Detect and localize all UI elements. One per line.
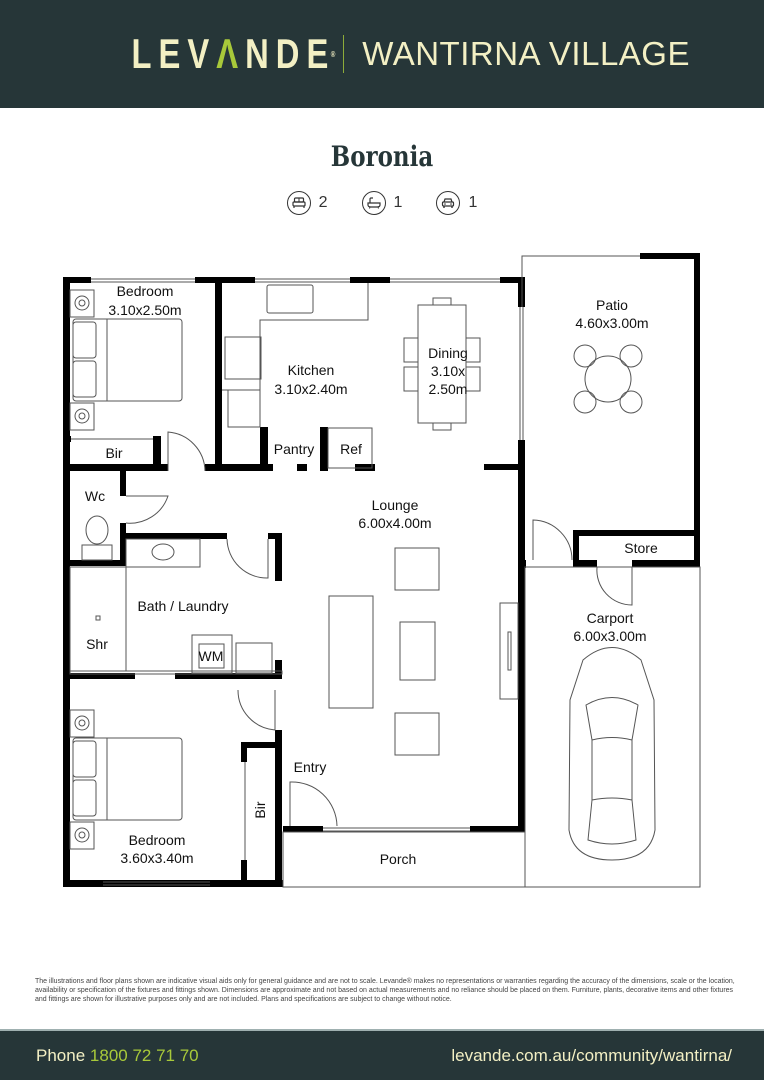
room-labels: Bedroom 3.10x2.50m Bir Kitchen 3.10x2.40…: [85, 283, 658, 867]
carport-size: 6.00x3.00m: [573, 628, 646, 644]
footer-bar: Phone 1800 72 71 70 levande.com.au/commu…: [0, 1029, 764, 1080]
car-icon: [436, 191, 461, 215]
bedroom2-name: Bedroom: [129, 832, 186, 848]
feature-bedrooms: 2: [286, 191, 328, 215]
thin-lines: [69, 255, 701, 888]
registered-mark: ®: [330, 49, 336, 59]
logo-text-prefix: LEV: [131, 30, 217, 77]
phone-number[interactable]: 1800 72 71 70: [89, 1045, 199, 1065]
bedroom1-name: Bedroom: [117, 283, 174, 299]
walls: [63, 253, 700, 887]
logo-text-suffix: NDE: [245, 30, 336, 77]
feature-carspaces: 1: [436, 191, 477, 215]
dining-name: Dining: [428, 345, 468, 361]
store-label: Store: [624, 540, 658, 556]
bedroom1-size: 3.10x2.50m: [108, 302, 181, 318]
dining-size-line1: 3.10x: [431, 363, 465, 379]
bed-icon: [286, 191, 311, 215]
website-link[interactable]: levande.com.au/community/wantirna/: [451, 1045, 732, 1065]
porch-label: Porch: [380, 851, 417, 867]
kitchen-size: 3.10x2.40m: [274, 381, 347, 397]
lounge-size: 6.00x4.00m: [358, 515, 431, 531]
disclaimer-text: The illustrations and floor plans shown …: [35, 978, 735, 1003]
bedroom2-size: 3.60x3.40m: [120, 850, 193, 866]
phone-contact: Phone 1800 72 71 70: [36, 1046, 199, 1066]
ref-label: Ref: [340, 441, 362, 457]
feature-summary: 2 1 1: [0, 191, 764, 215]
bath-laundry-label: Bath / Laundry: [137, 598, 228, 614]
carspace-count: 1: [468, 194, 478, 211]
kitchen-name: Kitchen: [288, 362, 335, 378]
wc-label: Wc: [85, 488, 105, 504]
pantry-label: Pantry: [274, 441, 314, 457]
bir2-label: Bir: [252, 801, 268, 818]
bedroom-count: 2: [318, 194, 328, 211]
washing-machine-label: WM: [199, 648, 224, 664]
patio-name: Patio: [596, 297, 628, 313]
entry-label: Entry: [294, 759, 327, 775]
village-name: WANTIRNA VILLAGE: [362, 35, 690, 72]
carport-name: Carport: [587, 610, 634, 626]
lounge-name: Lounge: [372, 497, 419, 513]
dining-size-line2: 2.50m: [429, 381, 468, 397]
feature-bathrooms: 1: [361, 191, 403, 215]
patio-size: 4.60x3.00m: [575, 315, 648, 331]
plan-title: Boronia: [330, 140, 434, 173]
bir1-label: Bir: [105, 445, 122, 461]
shower-label: Shr: [86, 636, 108, 652]
logo-text-accent: Λ: [216, 30, 246, 77]
floor-plan: Bedroom 3.10x2.50m Bir Kitchen 3.10x2.40…: [63, 253, 701, 888]
phone-label: Phone: [36, 1045, 86, 1065]
bath-icon: [361, 191, 386, 215]
bathroom-count: 1: [393, 194, 403, 211]
header-divider: [343, 35, 345, 73]
